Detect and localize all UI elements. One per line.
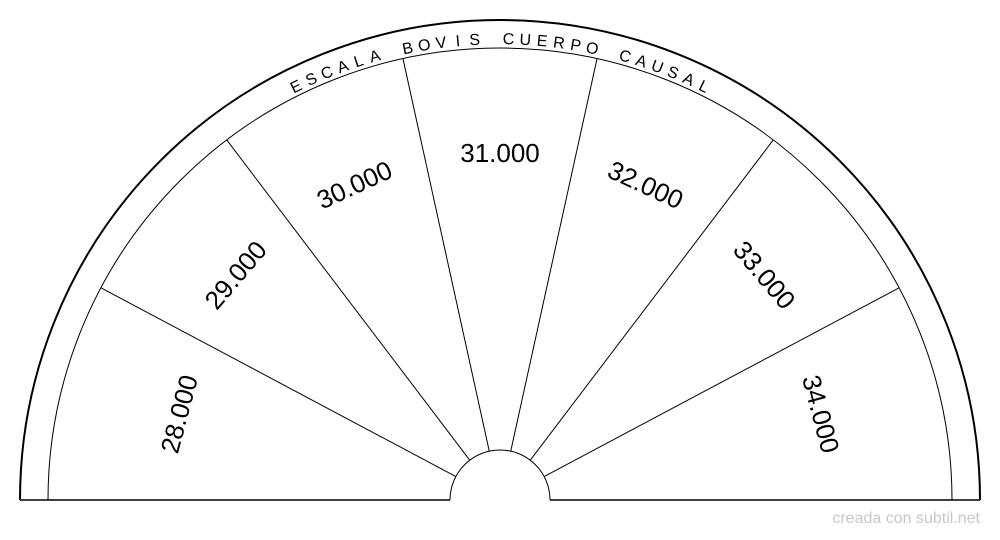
title-letter: L: [352, 52, 366, 71]
title-letter: U: [649, 57, 666, 77]
sector-divider: [543, 287, 900, 477]
title-letter: C: [502, 31, 514, 48]
title-letter: [387, 44, 395, 62]
inner-arc: [47, 47, 953, 501]
sector-label: 34.000: [796, 372, 846, 457]
sector-divider: [402, 58, 490, 452]
sector-label: 33.000: [727, 235, 801, 315]
title-letter: [489, 31, 494, 48]
sector-divider: [529, 139, 774, 461]
sector-label: 30.000: [312, 155, 397, 216]
title-letter: B: [401, 40, 415, 59]
sector-labels: 28.000 29.000 30.000 31.000 32.000 33.000 34.0…: [154, 138, 845, 456]
title-letter: [604, 44, 612, 62]
title-letter: R: [552, 34, 566, 52]
title-letter: C: [617, 47, 633, 67]
title-letter: O: [584, 39, 600, 58]
title-letter: O: [417, 37, 432, 56]
sector-dividers: [100, 58, 900, 477]
dial-frame: [19, 19, 981, 501]
title-letter: E: [536, 33, 548, 51]
sector-label: 28.000: [154, 372, 204, 457]
title-letter: V: [435, 34, 448, 52]
title-letter: L: [696, 78, 712, 97]
title-letter: I: [455, 33, 461, 50]
title-letter: E: [288, 77, 305, 97]
credit-text: creada con subtil.net: [832, 510, 980, 527]
sector-divider: [510, 58, 598, 452]
title-letter: A: [335, 57, 351, 77]
hub-arc: [449, 449, 551, 501]
title-letter: A: [680, 70, 697, 90]
outer-arc: [19, 19, 981, 501]
title-letter: A: [368, 47, 383, 66]
sector-label: 29.000: [198, 235, 272, 315]
title-letter: P: [569, 37, 582, 56]
title-letter: S: [469, 32, 481, 50]
title-letter: U: [519, 32, 531, 50]
sector-label: 31.000: [460, 138, 540, 168]
sector-divider: [226, 139, 471, 461]
title-letter: A: [633, 52, 649, 72]
sector-divider: [100, 287, 457, 477]
sector-label: 32.000: [603, 155, 688, 216]
